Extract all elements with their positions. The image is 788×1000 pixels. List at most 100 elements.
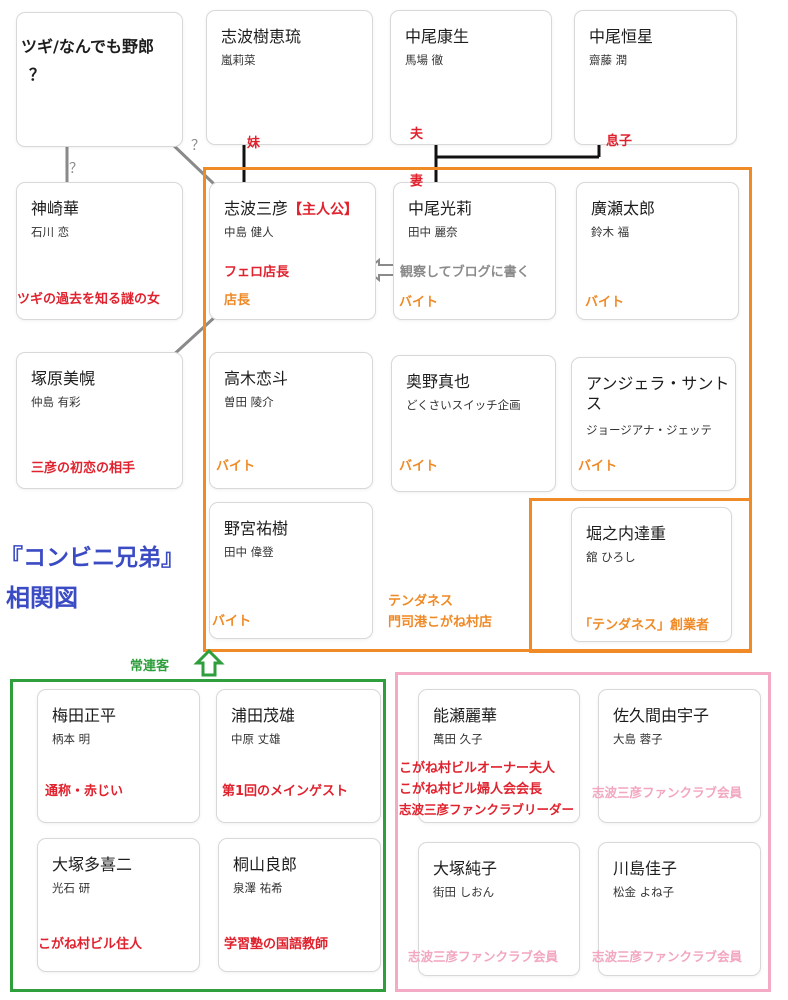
char-name-line2: ス	[586, 394, 603, 413]
relation-unknown-1: ？	[69, 161, 83, 177]
char-name: 野宮祐樹	[224, 519, 289, 538]
card-sakuma: 佐久間由宇子 大島 蓉子	[598, 689, 761, 823]
char-actor: 大島 蓉子	[613, 732, 663, 746]
card-nose: 能瀬麗華 萬田 久子	[418, 689, 580, 823]
char-name: 塚原美幌	[31, 369, 96, 388]
char-actor: 松金 よね子	[613, 885, 675, 899]
card-horinouchi: 堀之内達重 舘 ひろし	[571, 507, 732, 642]
char-name: 中尾恒星	[589, 27, 654, 46]
note-hirose: バイト	[585, 295, 625, 310]
note-nomiya: バイト	[212, 614, 252, 629]
char-actor: ジョージアナ・ジェッテ	[586, 423, 713, 437]
char-name-text: 志波三彦	[224, 199, 289, 218]
note-tsukahara: 三彦の初恋の相手	[31, 461, 136, 476]
char-actor: 萬田 久子	[433, 732, 483, 746]
char-actor: 嵐莉菜	[221, 53, 256, 67]
card-tsugi: ツギ/なんでも野郎 ？	[16, 12, 183, 147]
char-name: 浦田茂雄	[231, 706, 296, 725]
char-actor: 泉澤 祐希	[233, 881, 283, 895]
card-umeda: 梅田正平 柄本 明	[37, 689, 200, 823]
relation-husband: 夫	[410, 127, 424, 142]
note-takagi: バイト	[216, 459, 256, 474]
char-actor: 馬場 徹	[405, 53, 444, 67]
relation-son: 息子	[606, 134, 633, 149]
char-actor: ？	[29, 65, 46, 84]
char-actor: 光石 研	[52, 881, 91, 895]
char-name: 神崎華	[31, 199, 80, 218]
char-name: 桐山良郎	[233, 855, 298, 874]
tsugi-mitsuhiko-line	[168, 140, 216, 186]
char-actor: 街田 しおん	[433, 885, 495, 899]
char-name: 奥野真也	[406, 372, 471, 391]
char-actor: 中島 健人	[224, 225, 274, 239]
card-angela: アンジェラ・サント ス ジョージアナ・ジェッテ	[571, 357, 736, 491]
note-urata: 第1回のメインゲスト	[222, 784, 349, 799]
char-name: ツギ/なんでも野郎	[21, 37, 155, 56]
char-name: 大塚多喜二	[52, 855, 133, 874]
char-name: 廣瀬太郎	[591, 199, 656, 218]
char-name: 能瀬麗華	[433, 706, 498, 725]
char-actor: 中原 丈雄	[231, 732, 281, 746]
char-actor: 齋藤 潤	[589, 53, 628, 67]
char-actor: 石川 恋	[31, 225, 70, 239]
char-actor: どくさいスイッチ企画	[406, 398, 521, 412]
tsukahara-mitsuhiko-line	[168, 314, 218, 360]
note-hikari: バイト	[399, 295, 439, 310]
note-horinouchi: 「テンダネス」創業者	[579, 618, 710, 633]
char-name: 佐久間由宇子	[613, 706, 710, 725]
note-otsuka-junko: 志波三彦ファンクラブ会員	[408, 949, 559, 964]
card-otsuka-junko: 大塚純子 街田 しおん	[418, 842, 580, 976]
card-okuno: 奥野真也 どくさいスイッチ企画	[391, 355, 556, 492]
char-name: 大塚純子	[433, 859, 498, 878]
char-actor: 柄本 明	[52, 732, 91, 746]
note-okuno: バイト	[399, 459, 439, 474]
card-otsuka-kiji: 大塚多喜二 光石 研	[37, 838, 200, 972]
note-kiriyama: 学習塾の国語教師	[224, 937, 329, 952]
char-name: 川島佳子	[613, 859, 678, 878]
char-actor: 舘 ひろし	[586, 550, 636, 564]
card-kiriyama: 桐山良郎 泉澤 祐希	[218, 838, 381, 972]
char-actor: 仲島 有彩	[31, 395, 81, 409]
card-kanzaki: 神崎華 石川 恋	[16, 182, 183, 320]
char-actor: 鈴木 福	[591, 225, 630, 239]
card-nomiya: 野宮祐樹 田中 偉登	[209, 502, 373, 639]
store-name-line1: テンダネス	[388, 594, 454, 609]
card-nakao-kosei: 中尾康生 馬場 徹	[390, 10, 552, 145]
card-urata: 浦田茂雄 中原 丈雄	[216, 689, 381, 823]
char-actor: 曽田 陵介	[224, 395, 274, 409]
char-name: 中尾光莉	[408, 199, 473, 218]
card-shiba-eru: 志波樹恵琉 嵐莉菜	[206, 10, 373, 145]
relation-sister: 妹	[247, 136, 261, 151]
note-sakuma: 志波三彦ファンクラブ会員	[592, 785, 743, 800]
store-name-line2: 門司港こがね村店	[388, 615, 493, 630]
note-nose-3: 志波三彦ファンクラブリーダー	[399, 802, 575, 817]
card-takagi: 高木恋斗 曽田 陵介	[209, 352, 373, 489]
fanclub-frame	[395, 672, 771, 992]
note-kanzaki: ツギの過去を知る謎の女	[17, 292, 161, 307]
char-actor: 田中 偉登	[224, 545, 274, 559]
char-name: 梅田正平	[52, 706, 117, 725]
regulars-arrow-icon	[193, 648, 225, 677]
char-name-line1: アンジェラ・サント	[586, 374, 730, 393]
char-name: 高木恋斗	[224, 369, 289, 388]
card-tsukahara: 塚原美幌 仲島 有彩	[16, 352, 183, 489]
note-angela: バイト	[578, 459, 618, 474]
protagonist-badge: 【主人公】	[288, 202, 359, 218]
note-mitsuhiko-1: フェロ店長	[224, 265, 290, 280]
card-nakao-hikari: 中尾光莉 田中 麗奈	[393, 182, 556, 320]
char-name: 志波樹恵琉	[221, 27, 302, 46]
card-hirose: 廣瀬太郎 鈴木 福	[576, 182, 739, 320]
note-kawashima: 志波三彦ファンクラブ会員	[592, 949, 743, 964]
char-name: 中尾康生	[405, 27, 470, 46]
relation-wife: 妻	[410, 174, 424, 189]
card-nakao-kousei2: 中尾恒星 齋藤 潤	[574, 10, 737, 145]
char-name: 志波三彦【主人公】	[224, 195, 358, 219]
note-mitsuhiko-2: 店長	[224, 293, 251, 308]
card-shiba-mitsuhiko: 志波三彦【主人公】 中島 健人	[209, 182, 376, 320]
note-otsuka-kiji: こがね村ビル住人	[38, 937, 143, 952]
note-umeda: 通称・赤じい	[45, 784, 124, 799]
relation-regulars: 常連客	[130, 659, 170, 674]
relation-unknown-2: ？	[191, 138, 205, 154]
note-nose-1: こがね村ビルオーナー夫人	[399, 761, 556, 776]
page-title-line2: 相関図	[6, 584, 78, 612]
